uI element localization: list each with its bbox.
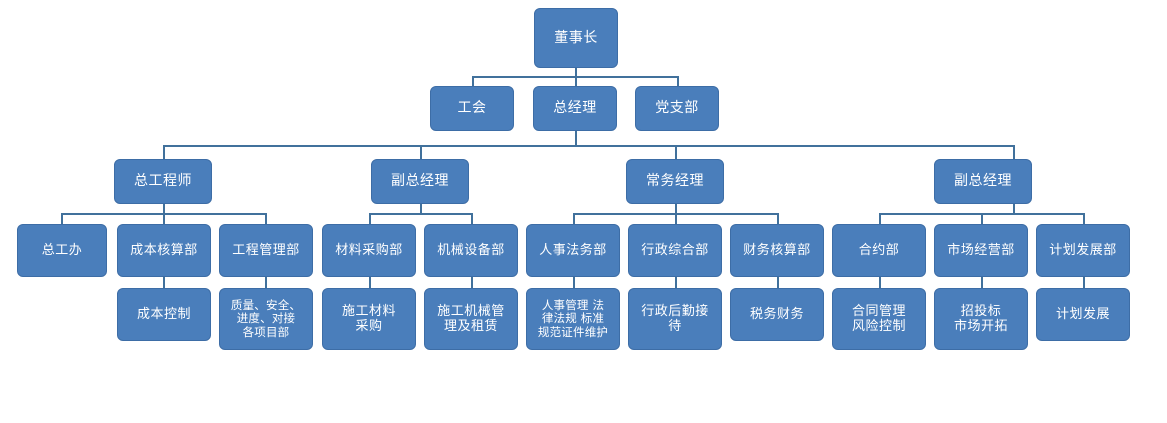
node-union[interactable]: 工会 [430,86,514,131]
connector-cost-accounting-up [163,213,165,224]
connector-material-purchase-down [369,277,371,288]
node-hr-management-legal[interactable]: 人事管理 法 律法规 标准 规范证件维护 [526,288,620,350]
connector-hr-legal-down [573,277,575,288]
node-party-branch[interactable]: 党支部 [635,86,719,131]
connector-hr-legal-up [573,213,575,224]
connector-gm-down [575,131,577,146]
node-material-purchase-dept[interactable]: 材料采购部 [322,224,416,277]
connector-deputy-gm-1-up [420,145,422,159]
connector-deputy-gm-1-down [420,204,422,214]
connector-chief-engineer-down [163,204,165,214]
node-admin-general-dept[interactable]: 行政综合部 [628,224,722,277]
node-chairman[interactable]: 董事长 [534,8,618,68]
node-market-operation-dept[interactable]: 市场经营部 [934,224,1028,277]
node-cost-accounting-dept[interactable]: 成本核算部 [117,224,211,277]
node-machinery-equipment-dept[interactable]: 机械设备部 [424,224,518,277]
connector-executive-manager-up [675,145,677,159]
node-hr-legal-dept[interactable]: 人事法务部 [526,224,620,277]
node-contract-mgmt-risk[interactable]: 合同管理 风险控制 [832,288,926,350]
connector-contract-dept-up [879,213,881,224]
node-cost-control[interactable]: 成本控制 [117,288,211,341]
connector-market-operation-down [981,277,983,288]
node-contract-dept[interactable]: 合约部 [832,224,926,277]
connector-material-purchase-up [369,213,371,224]
node-engineering-mgmt-dept[interactable]: 工程管理部 [219,224,313,277]
connector-party-up [677,76,679,86]
node-construction-machinery[interactable]: 施工机械管 理及租赁 [424,288,518,350]
connector-admin-general-down [675,277,677,288]
node-deputy-gm-2[interactable]: 副总经理 [934,159,1032,204]
connector-finance-accounting-down [777,277,779,288]
node-construction-material-purchase[interactable]: 施工材料 采购 [322,288,416,350]
connector-market-operation-up [981,213,983,224]
node-tax-finance[interactable]: 税务财务 [730,288,824,341]
connector-gm-up [575,76,577,86]
node-chief-engineer[interactable]: 总工程师 [114,159,212,204]
connector-row3-bar [163,145,1015,147]
connector-deputy-gm-2-up [1013,145,1015,159]
node-chief-eng-office[interactable]: 总工办 [17,224,107,277]
connector-group-b-bar [369,213,471,215]
connector-deputy-gm-2-down [1013,204,1015,214]
node-quality-safety[interactable]: 质量、安全、 进度、对接 各项目部 [219,288,313,350]
node-executive-manager[interactable]: 常务经理 [626,159,724,204]
node-admin-logistics[interactable]: 行政后勤接 待 [628,288,722,350]
connector-chairman-down [575,68,577,77]
connector-machinery-equipment-down [471,277,473,288]
node-planning-development-dept[interactable]: 计划发展部 [1036,224,1130,277]
connector-chief-eng-office-up [61,213,63,224]
connector-planning-development-down [1083,277,1085,288]
connector-executive-manager-down [675,204,677,214]
connector-finance-accounting-up [777,213,779,224]
node-planning-development[interactable]: 计划发展 [1036,288,1130,341]
connector-contract-dept-down [879,277,881,288]
connector-union-up [472,76,474,86]
connector-admin-general-up [675,213,677,224]
connector-planning-development-up [1083,213,1085,224]
node-bidding-market[interactable]: 招投标 市场开拓 [934,288,1028,350]
connector-chief-engineer-up [163,145,165,159]
node-general-manager[interactable]: 总经理 [533,86,617,131]
connector-engineering-mgmt-down [265,277,267,288]
node-finance-accounting-dept[interactable]: 财务核算部 [730,224,824,277]
connector-machinery-equipment-up [471,213,473,224]
node-deputy-gm-1[interactable]: 副总经理 [371,159,469,204]
connector-cost-accounting-down [163,277,165,288]
connector-engineering-mgmt-up [265,213,267,224]
